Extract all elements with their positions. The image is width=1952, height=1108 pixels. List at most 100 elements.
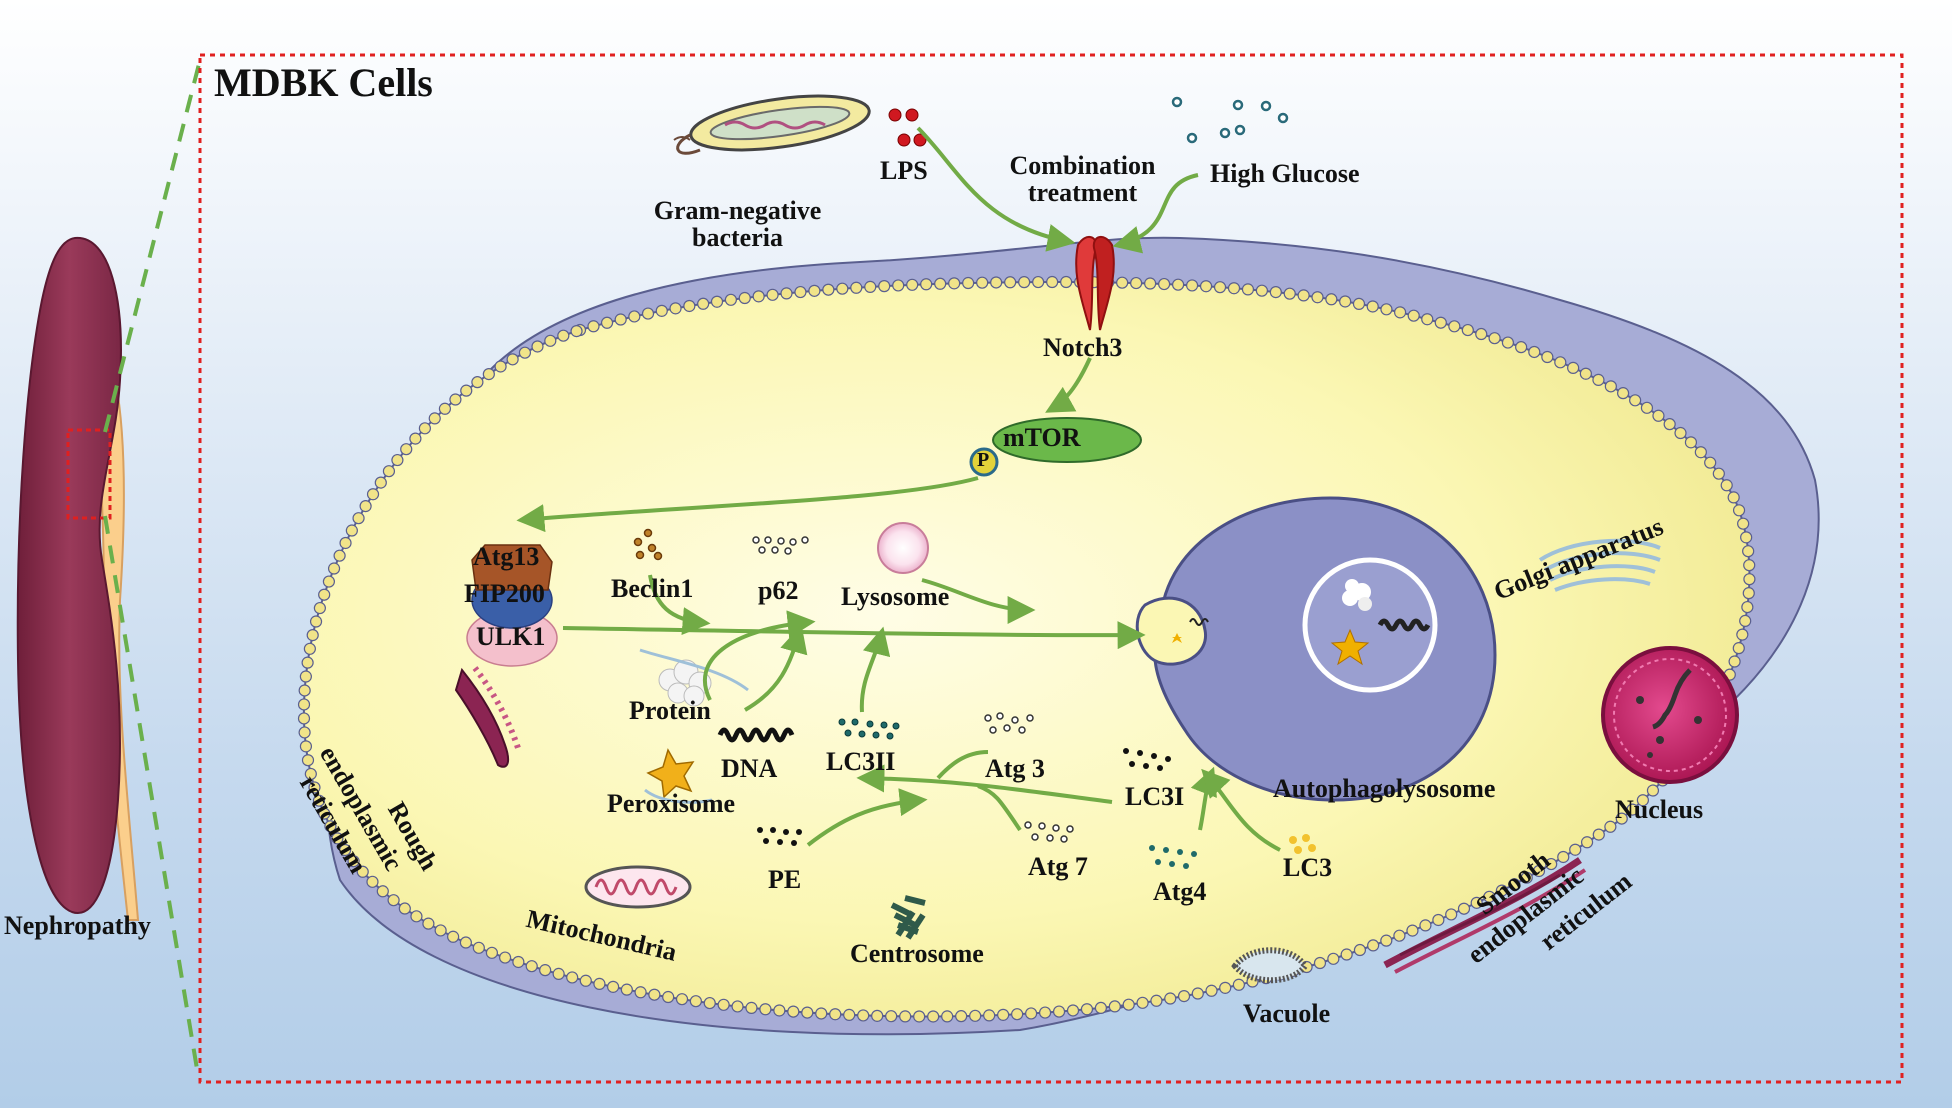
membrane-bead	[398, 902, 411, 915]
membrane-bead	[347, 855, 360, 868]
membrane-bead	[1728, 655, 1741, 668]
nucleus-label: Nucleus	[1615, 795, 1704, 824]
membrane-bead	[1488, 332, 1501, 345]
membrane-bead	[1629, 394, 1642, 407]
arrow-atg3	[936, 750, 989, 780]
membrane-bead	[1694, 446, 1707, 459]
membrane-bead	[1636, 794, 1649, 807]
membrane-bead	[447, 930, 460, 943]
membrane-bead	[787, 1005, 800, 1018]
membrane-beads	[297, 275, 1756, 1023]
nucleus-organelle	[1601, 646, 1739, 784]
membrane-bead	[301, 754, 315, 767]
atg13-label: Atg13	[473, 542, 540, 571]
membrane-bead	[1297, 289, 1310, 302]
membrane-bead	[382, 465, 396, 478]
membrane-bead	[620, 983, 633, 996]
membrane-bead	[313, 601, 326, 615]
membrane-bead	[1255, 284, 1268, 297]
membrane-bead	[374, 476, 387, 489]
arrow-lysosome	[921, 578, 1036, 624]
membrane-bead	[1592, 373, 1605, 386]
membrane-bead	[327, 562, 341, 575]
membrane-bead	[299, 740, 313, 753]
membrane-bead	[1406, 924, 1419, 937]
membrane-bead	[318, 807, 331, 820]
combination-label: Combination treatment	[1009, 151, 1156, 208]
membrane-bead	[1712, 467, 1725, 480]
membrane-bead	[339, 536, 352, 550]
atg7-label: Atg 7	[1028, 852, 1088, 881]
membrane-bead	[297, 698, 311, 711]
membrane-bead	[1032, 275, 1045, 289]
membrane-bead	[359, 500, 372, 513]
membrane-bead	[1743, 559, 1756, 572]
membrane-bead	[1663, 418, 1676, 431]
smooth-er-organelle	[1383, 857, 1587, 974]
mitochondria-organelle	[584, 865, 692, 909]
membrane-bead	[438, 402, 452, 415]
arrow-beclin1	[648, 574, 711, 636]
membrane-bead	[1150, 994, 1163, 1007]
membrane-bead	[990, 276, 1003, 289]
membrane-bead	[1352, 297, 1366, 310]
membrane-bead	[345, 524, 358, 537]
membrane-bead	[298, 726, 311, 739]
membrane-bead	[1025, 1007, 1038, 1020]
membrane-bead	[366, 488, 380, 501]
membrane-bead	[518, 346, 532, 359]
membrane-bead	[587, 320, 600, 333]
membrane-bead	[352, 512, 365, 525]
membrane-bead	[669, 302, 682, 315]
membrane-bead	[955, 1010, 968, 1023]
membrane-bead	[1508, 878, 1521, 891]
membrane-bead	[1311, 291, 1324, 304]
membrane-bead	[648, 988, 661, 1001]
lc3ii-label: LC3II	[826, 747, 896, 776]
membrane-bead	[506, 353, 519, 366]
membrane-bead	[1325, 293, 1338, 306]
membrane-bead	[634, 986, 647, 999]
membrane-bead	[1445, 908, 1458, 921]
membrane-bead	[1367, 939, 1380, 952]
membrane-bead	[600, 316, 614, 329]
membrane-bead	[717, 998, 730, 1011]
membrane-bead	[983, 1009, 996, 1022]
lps-label: LPS	[880, 156, 928, 185]
membrane-bead	[498, 951, 512, 964]
membrane-bead	[459, 936, 472, 949]
membrane-bead	[428, 412, 441, 425]
membrane-bead	[1674, 426, 1687, 440]
membrane-bead	[759, 1003, 772, 1016]
membrane-bead	[1144, 277, 1157, 290]
membrane-bead	[1515, 341, 1528, 354]
atg3-particles	[984, 712, 1034, 734]
membrane-bead	[309, 615, 323, 628]
atg4-particles	[1149, 845, 1197, 869]
membrane-bead	[1541, 350, 1554, 364]
membrane-bead	[899, 1010, 912, 1023]
membrane-bead	[1736, 628, 1749, 641]
membrane-bead	[1470, 896, 1483, 909]
membrane-bead	[927, 1010, 940, 1023]
membrane-bead	[1419, 919, 1432, 932]
membrane-bead	[1353, 943, 1367, 957]
membrane-bead	[356, 865, 369, 878]
membrane-bead	[836, 282, 849, 295]
membrane-bead	[1052, 1005, 1066, 1018]
lc3-particles	[1289, 834, 1316, 854]
membrane-bead	[1742, 587, 1755, 600]
membrane-bead	[1742, 545, 1755, 558]
membrane-bead	[579, 974, 592, 987]
membrane-bead	[864, 280, 877, 293]
peroxisome-star	[646, 748, 695, 799]
arrow-pe	[806, 788, 928, 847]
membrane-bead	[449, 393, 462, 406]
membrane-bead	[1380, 934, 1393, 947]
membrane-bead	[1185, 279, 1199, 292]
membrane-bead	[422, 917, 435, 930]
membrane-bead	[1520, 871, 1533, 884]
rough-er-organelle	[454, 666, 521, 768]
membrane-bead	[512, 955, 525, 969]
